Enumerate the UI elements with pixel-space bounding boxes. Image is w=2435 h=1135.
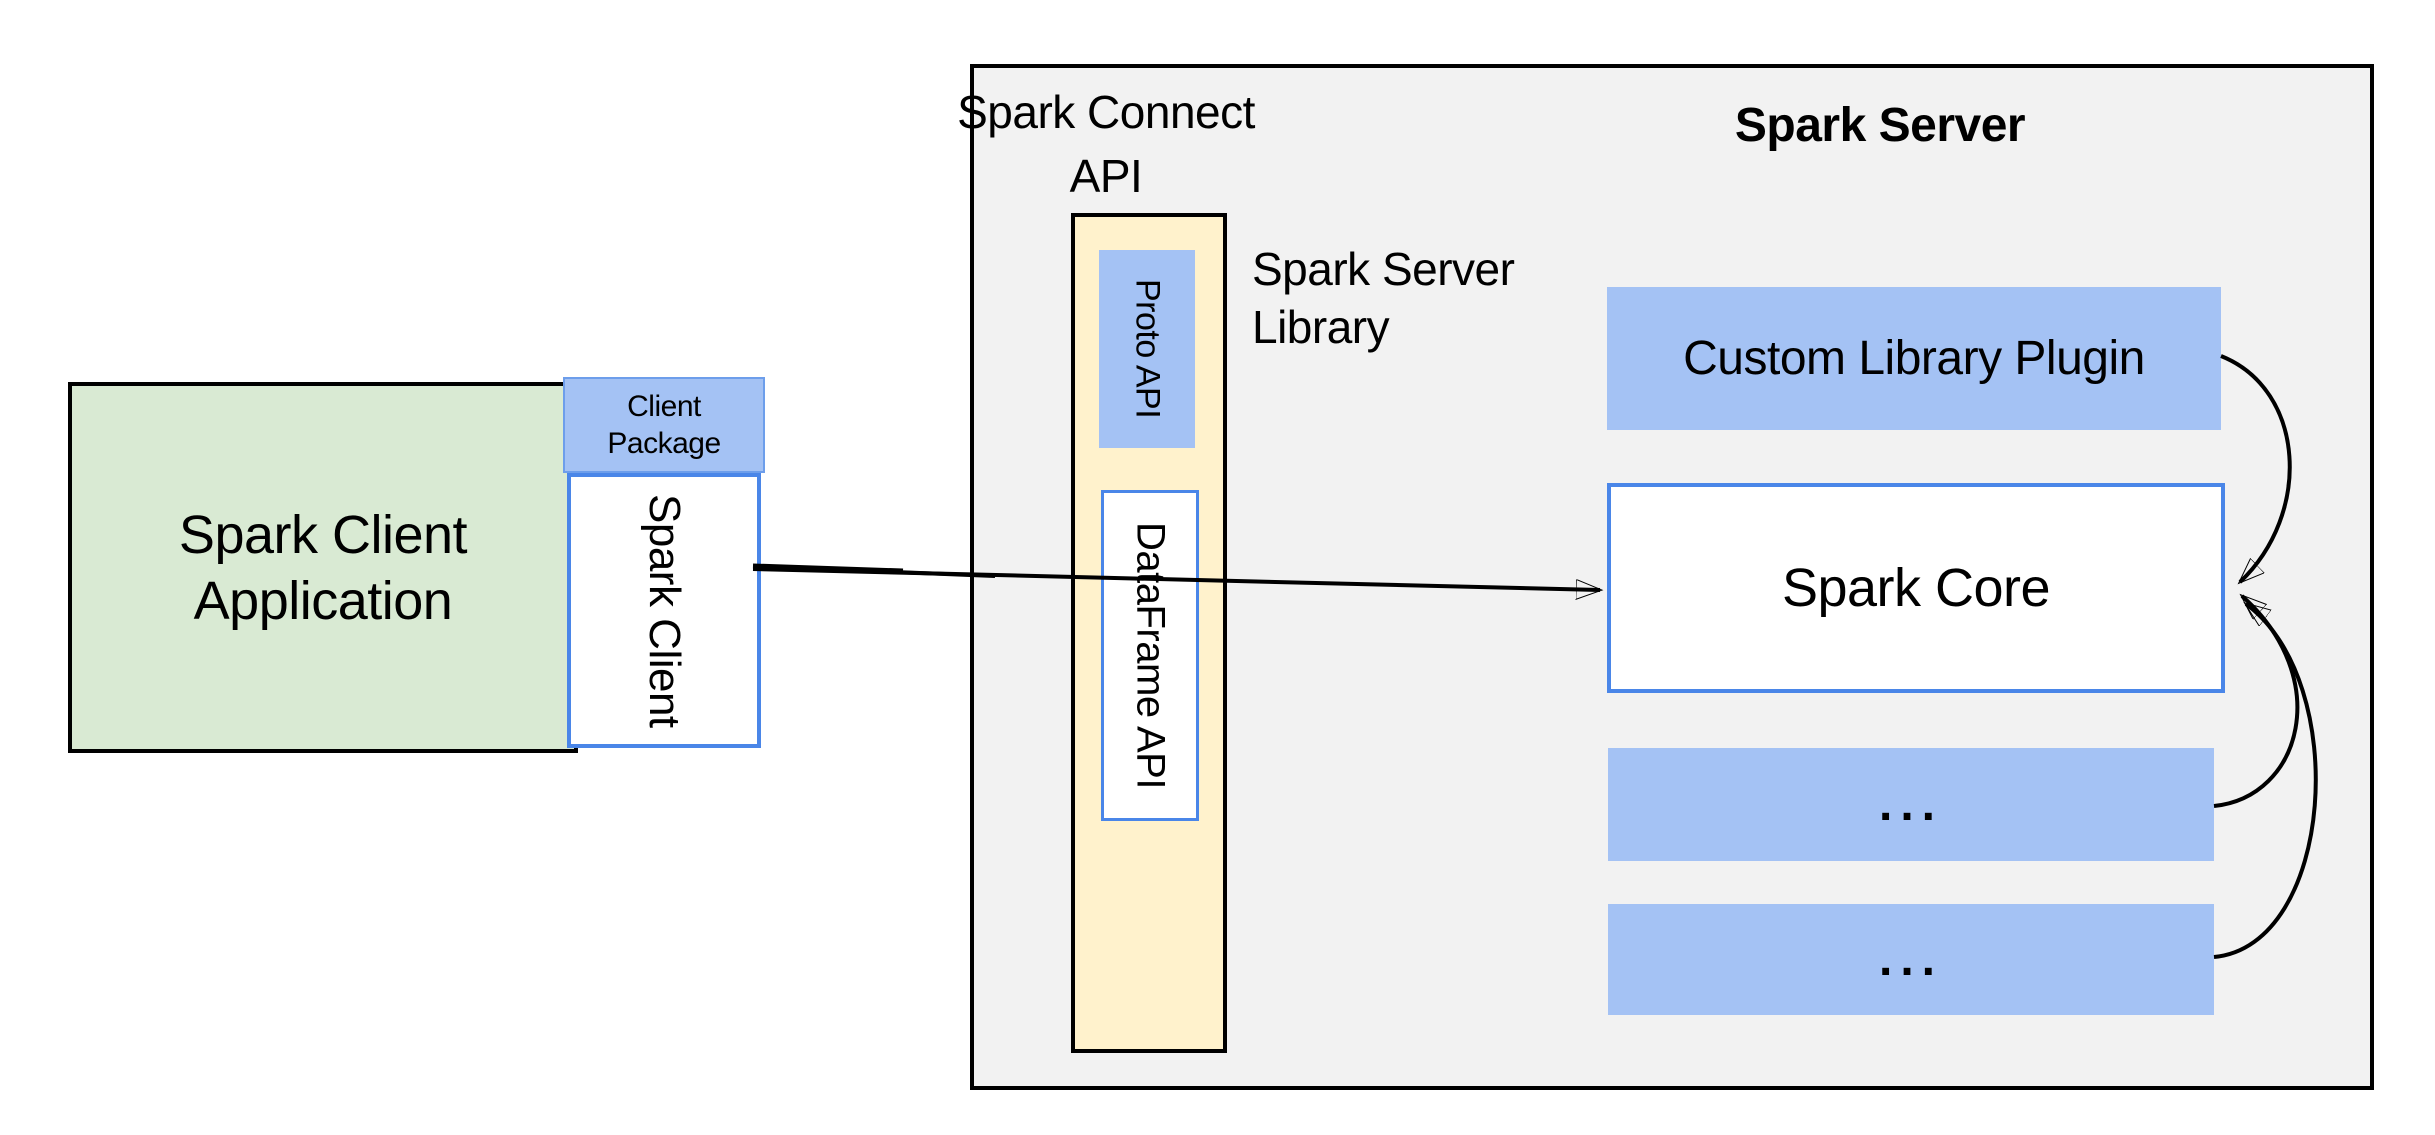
proto-api-label: Proto API — [1128, 279, 1167, 419]
dataframe-api-box: DataFrame API — [1101, 490, 1199, 821]
spark-core-box: Spark Core — [1607, 483, 2225, 693]
spark-connect-api-label: Spark Connect API — [957, 86, 1255, 202]
client-package-box: Client Package — [563, 377, 765, 473]
more-box-2: ... — [1608, 904, 2214, 1015]
client-package-label: Client Package — [607, 390, 721, 460]
more-dots-1: ... — [1878, 778, 1943, 831]
spark-client-box: Spark Client — [567, 473, 761, 748]
more-dots-2: ... — [1878, 933, 1943, 986]
spark-client-label: Spark Client — [640, 493, 689, 728]
proto-api-box: Proto API — [1099, 250, 1195, 448]
spark-core-label: Spark Core — [1781, 558, 2051, 618]
custom-plugin-box: Custom Library Plugin — [1607, 287, 2221, 430]
client-app-label: Spark Client Application — [178, 504, 468, 631]
custom-plugin-label: Custom Library Plugin — [1683, 332, 2145, 385]
spark-server-library-label: Spark Server Library — [1252, 243, 1515, 353]
client-arrow-retrace-1 — [752, 563, 904, 574]
client-app-box: Spark Client Application — [68, 382, 578, 753]
spark-server-title: Spark Server — [1734, 99, 2026, 152]
dataframe-api-label: DataFrame API — [1128, 522, 1173, 789]
more-box-1: ... — [1608, 748, 2214, 861]
